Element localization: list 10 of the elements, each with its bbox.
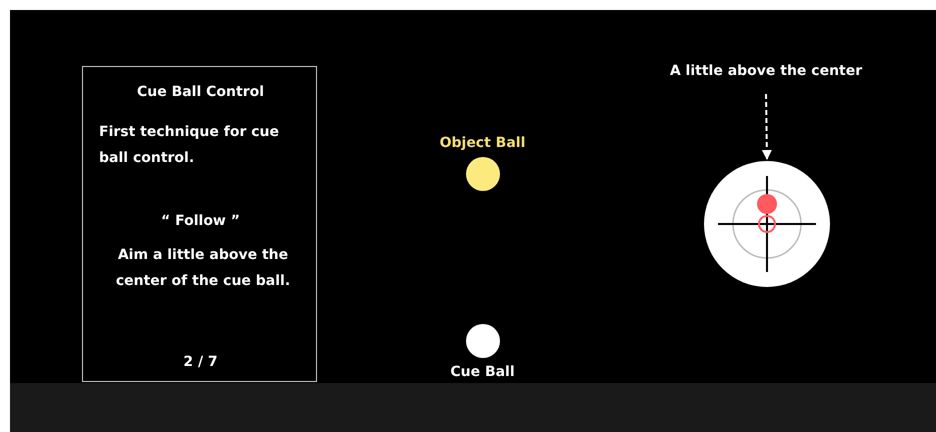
caption-text: A little above the center: [650, 58, 882, 84]
instruction-text: Aim a little above the center of the cue ball.: [114, 246, 292, 291]
description-text: First technique for cue ball control.: [99, 123, 280, 168]
page-counter: 2 / 7: [182, 353, 219, 372]
ball-label: Object Ball: [438, 134, 526, 153]
arrow: [762, 94, 772, 160]
technique-name: “ Follow ”: [160, 212, 241, 231]
card-title: Cue Ball Control: [136, 83, 266, 102]
ball-label: Cue Ball: [449, 363, 516, 382]
info-card: [82, 66, 317, 382]
